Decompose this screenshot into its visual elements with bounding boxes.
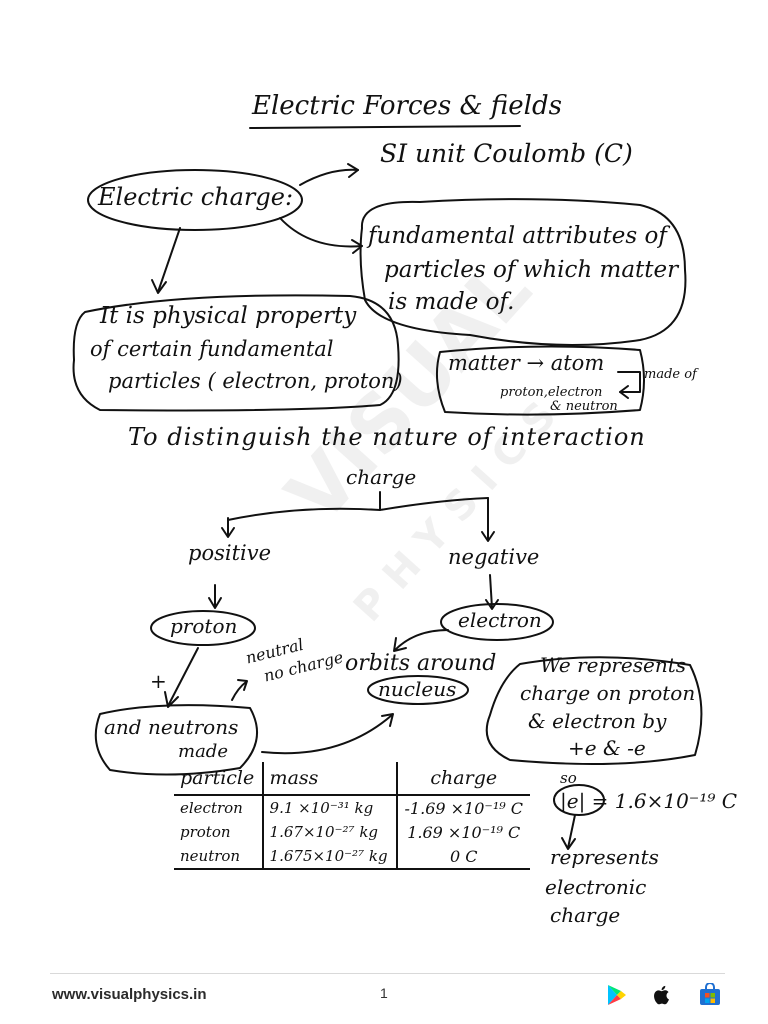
electric-charge-label: Electric charge: (98, 183, 294, 211)
cell-mass: 9.1 ×10⁻³¹ kg (262, 795, 398, 820)
table-header-row: particle mass charge (174, 762, 530, 796)
represents-electronic-3: charge (550, 903, 621, 927)
fundamental-line-2: particles of which matter (384, 257, 679, 283)
represents-line-1: We represents (540, 653, 686, 677)
cell-mass: 1.675×10⁻²⁷ kg (262, 844, 398, 870)
header-mass: mass (262, 762, 398, 796)
represents-electronic-1: represents (550, 845, 659, 869)
cell-charge: -1.69 ×10⁻¹⁹ C (404, 798, 523, 818)
cell-charge: 0 C (396, 844, 530, 870)
physical-line-1: It is physical property (100, 303, 357, 329)
and-neutrons-text: and neutrons (104, 715, 239, 739)
cell-mass: 1.67×10⁻²⁷ kg (262, 820, 398, 844)
plus-sign: + (150, 669, 167, 693)
represents-line-4: +e & -e (568, 736, 646, 760)
fundamental-line-1: fundamental attributes of (368, 223, 667, 249)
made-of-text: made of (644, 367, 697, 382)
page-title: Electric Forces & fields (252, 91, 562, 121)
orbits-around-text: orbits around (345, 651, 497, 676)
si-unit-note: SI unit Coulomb (C) (380, 139, 633, 168)
footer-website-link[interactable]: www.visualphysics.in (52, 986, 207, 1003)
footer-divider (50, 973, 725, 974)
physical-line-2: of certain fundamental (90, 337, 334, 361)
fundamental-line-3: is made of. (388, 289, 515, 315)
page-number: 1 (380, 985, 388, 1001)
tree-charge: charge (346, 465, 417, 489)
microsoft-store-icon[interactable] (698, 983, 722, 1007)
tree-positive: positive (188, 541, 272, 565)
represents-line-3: & electron by (528, 709, 667, 733)
nucleus-text: nucleus (378, 677, 457, 701)
cell-particle: electron (174, 795, 264, 820)
cell-particle: neutron (174, 844, 264, 870)
e-value-text: |e| = 1.6×10⁻¹⁹ C (560, 789, 738, 813)
represents-line-2: charge on proton (520, 681, 696, 705)
cell-charge: 1.69 ×10⁻¹⁹ C (407, 822, 521, 842)
physical-line-3: particles ( electron, proton) (108, 369, 403, 393)
table-row: proton 1.67×10⁻²⁷ kg 1.69 ×10⁻¹⁹ C (174, 820, 530, 844)
table-row: electron 9.1 ×10⁻³¹ kg -1.69 ×10⁻¹⁹ C (174, 795, 530, 820)
matter-atom-text: matter → atom (448, 351, 605, 375)
particle-table: particle mass charge electron 9.1 ×10⁻³¹… (174, 762, 530, 870)
neutron-text: & neutron (550, 399, 618, 414)
tree-proton: proton (170, 614, 238, 638)
header-particle: particle (174, 762, 264, 796)
represents-electronic-2: electronic (545, 875, 647, 899)
cell-particle: proton (174, 820, 264, 844)
so-text: so (560, 769, 577, 787)
google-play-icon[interactable] (604, 983, 628, 1007)
distinguish-heading: To distinguish the nature of interaction (128, 423, 646, 451)
apple-icon[interactable] (650, 983, 674, 1007)
table-row: neutron 1.675×10⁻²⁷ kg 0 C (174, 844, 530, 870)
tree-negative: negative (448, 545, 540, 569)
header-charge: charge (396, 762, 530, 796)
tree-electron: electron (458, 608, 542, 632)
made-text: made (178, 741, 228, 762)
proton-electron-text: proton,electron (500, 385, 603, 400)
